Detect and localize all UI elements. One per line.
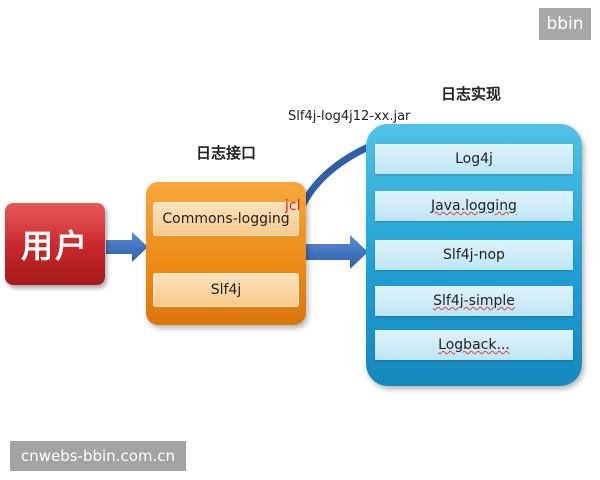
interface-box: Commons-logging Slf4j bbox=[146, 182, 306, 325]
arrow-user-to-interface bbox=[106, 232, 148, 262]
implementation-box: Log4j Java.logging Slf4j-nop Slf4j-simpl… bbox=[366, 124, 582, 386]
arrow-interface-to-impl bbox=[306, 235, 368, 269]
user-label: 用户 bbox=[20, 227, 89, 265]
impl-item-log4j: Log4j bbox=[375, 144, 573, 174]
impl-item-logback: Logback... bbox=[375, 330, 573, 360]
impl-item-slf4j-simple: Slf4j-simple bbox=[375, 286, 573, 316]
bridge-jar-label: Slf4j-log4j12-xx.jar bbox=[288, 109, 411, 124]
interface-heading: 日志接口 bbox=[196, 144, 257, 162]
interface-item-slf4j: Slf4j bbox=[153, 273, 299, 307]
watermark-badge-bottom: cnwebs-bbin.com.cn bbox=[10, 441, 186, 471]
implementation-heading: 日志实现 bbox=[441, 85, 502, 103]
impl-item-java-logging: Java.logging bbox=[375, 191, 573, 221]
interface-item-commons-logging: Commons-logging bbox=[153, 202, 299, 236]
impl-item-slf4j-nop: Slf4j-nop bbox=[375, 240, 573, 270]
watermark-badge-top: bbin bbox=[539, 8, 591, 40]
jcl-label: jcl bbox=[285, 198, 301, 214]
user-box: 用户 bbox=[5, 203, 105, 285]
